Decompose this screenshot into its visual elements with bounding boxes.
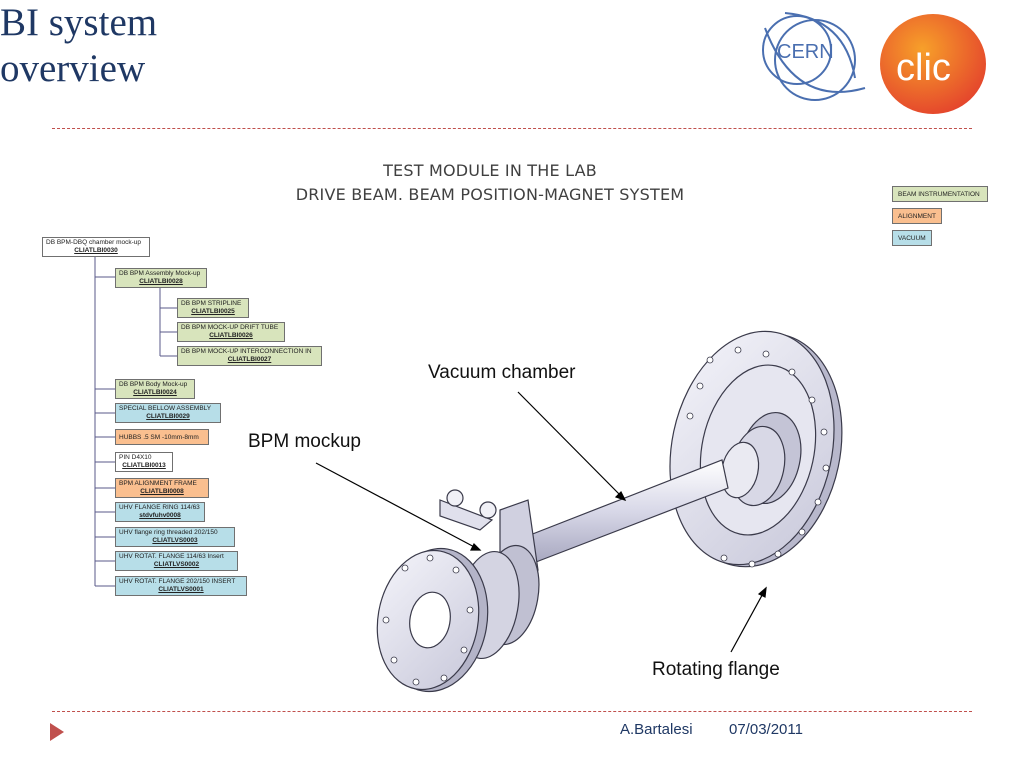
tree-item: BPM ALIGNMENT FRAME CLIATLBI0008 xyxy=(115,478,209,498)
cern-logo: CERN xyxy=(762,12,866,101)
tree-assembly: DB BPM Assembly Mock-up CLIATLBI0028 xyxy=(115,268,207,288)
legend-alignment: ALIGNMENT xyxy=(892,208,942,224)
tree-root: DB BPM-DBQ chamber mock-up CLIATLBI0030 xyxy=(42,237,150,257)
tree-sub-item: DB BPM STRIPLINE CLIATLBI0025 xyxy=(177,298,249,318)
tree-item: UHV FLANGE RING 114/63 stdvfuhv0008 xyxy=(115,502,205,522)
callout-vacuum-chamber: Vacuum chamber xyxy=(428,362,576,383)
cern-logo-text: CERN xyxy=(777,41,834,63)
tree-root-name: DB BPM-DBQ chamber mock-up xyxy=(46,239,141,246)
test-module-drawing xyxy=(376,330,843,693)
subtitle-line-2: DRIVE BEAM. BEAM POSITION-MAGNET SYSTEM xyxy=(295,185,685,204)
tree-item: UHV ROTAT. FLANGE 114/63 Insert CLIATLVS… xyxy=(115,551,238,571)
tree-item: UHV flange ring threaded 202/150 CLIATLV… xyxy=(115,527,235,547)
tree-item: HUBBS .5 SM -10mm-8mm xyxy=(115,429,209,445)
footer-divider xyxy=(52,711,972,712)
legend-beam-instrumentation: BEAM INSTRUMENTATION xyxy=(892,186,988,202)
footer-author: A.Bartalesi xyxy=(620,721,693,738)
tree-item: DB BPM Body Mock-up CLIATLBI0024 xyxy=(115,379,195,399)
callout-rotating-flange: Rotating flange xyxy=(652,659,780,680)
tree-item: PIN D4X10 CLIATLBI0013 xyxy=(115,452,173,472)
callout-bpm-mockup: BPM mockup xyxy=(248,431,361,452)
tree-root-code: CLIATLBI0030 xyxy=(74,247,118,254)
footer-date: 07/03/2011 xyxy=(729,721,803,738)
tree-item: SPECIAL BELLOW ASSEMBLY CLIATLBI0029 xyxy=(115,403,221,423)
clic-logo-text: clic xyxy=(896,47,951,89)
tree-sub-item: DB BPM MOCK-UP INTERCONNECTION IN CLIATL… xyxy=(177,346,322,366)
subtitle-line-1: TEST MODULE IN THE LAB xyxy=(383,161,597,180)
play-arrow-icon xyxy=(50,723,64,741)
clic-logo: clic xyxy=(880,14,986,114)
tree-item: UHV ROTAT. FLANGE 202/150 INSERT CLIATLV… xyxy=(115,576,247,596)
header-divider xyxy=(52,128,972,129)
tree-sub-item: DB BPM MOCK-UP DRIFT TUBE CLIATLBI0026 xyxy=(177,322,285,342)
slide-title: BI system overview xyxy=(0,1,158,90)
legend-vacuum: VACUUM xyxy=(892,230,932,246)
